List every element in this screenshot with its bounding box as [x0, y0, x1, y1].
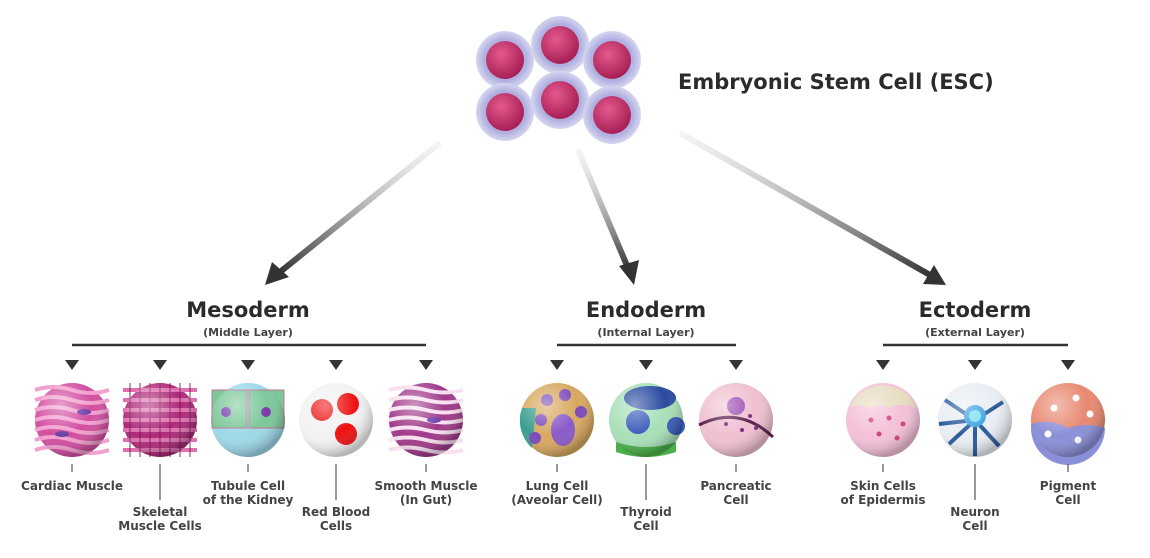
esc-cell — [583, 86, 641, 144]
layer-endoderm — [519, 343, 775, 500]
arrowhead-ectoderm — [923, 265, 946, 285]
cell-pigment — [1031, 383, 1105, 465]
esc-label: Embryonic Stem Cell (ESC) — [678, 70, 994, 94]
cell-thyroid — [609, 383, 685, 457]
branch-arrowhead — [419, 360, 433, 370]
cell-neuron — [938, 383, 1012, 457]
branch-arrowhead — [968, 360, 982, 370]
arrow-to-mesoderm — [278, 140, 442, 275]
esc-cell — [531, 71, 589, 129]
cell-label: Thyroid Cell — [620, 505, 672, 533]
cell-label: Pancreatic Cell — [700, 479, 772, 507]
layer-subtitle: (Middle Layer) — [203, 326, 293, 339]
branch-arrowhead — [241, 360, 255, 370]
branch-arrowhead — [65, 360, 79, 370]
cell-label: Pigment Cell — [1039, 479, 1097, 507]
cell-label: Skeletal Muscle Cells — [118, 505, 202, 533]
esc-cell — [476, 83, 534, 141]
branch-arrowhead — [639, 360, 653, 370]
layer-title: Endoderm — [585, 298, 707, 322]
esc-cell — [583, 31, 641, 89]
layer-mesoderm — [34, 343, 464, 500]
arrow-to-endoderm — [575, 148, 631, 270]
cell-label: Red Blood Cells — [301, 505, 371, 533]
cell-label: Neuron Cell — [950, 505, 1000, 533]
cell-pancreatic — [698, 383, 775, 457]
cell-label: Smooth Muscle (In Gut) — [374, 479, 478, 507]
layer-subtitle: (Internal Layer) — [597, 326, 695, 339]
main-arrows — [265, 130, 946, 285]
branch-arrowhead — [876, 360, 890, 370]
layer-subtitle: (External Layer) — [925, 326, 1025, 339]
layer-ectoderm — [846, 343, 1105, 500]
cell-skin — [846, 383, 920, 457]
cell-tubule — [211, 383, 285, 457]
layer-title: Ectoderm — [918, 298, 1032, 322]
esc-cluster — [476, 16, 641, 144]
cell-cardiac — [34, 383, 110, 457]
arrow-to-ectoderm — [678, 130, 932, 278]
cell-skeletal — [123, 383, 197, 457]
branch-arrowhead — [550, 360, 564, 370]
cell-label: Lung Cell (Aveolar Cell) — [511, 479, 603, 507]
branch-arrowhead — [729, 360, 743, 370]
arrowhead-endoderm — [619, 260, 639, 285]
layer-title: Mesoderm — [186, 298, 310, 322]
arrowhead-mesoderm — [265, 262, 289, 285]
cell-label: Tubule Cell of the Kidney — [202, 479, 294, 507]
esc-cell — [531, 16, 589, 74]
branch-arrowhead — [1061, 360, 1075, 370]
cell-label: Skin Cells of Epidermis — [840, 479, 926, 507]
cell-rbc — [299, 383, 373, 457]
esc-cell — [476, 31, 534, 89]
cell-smooth — [388, 383, 464, 457]
branch-arrowhead — [329, 360, 343, 370]
cell-lung — [519, 383, 594, 457]
branch-arrowhead — [153, 360, 167, 370]
cell-label: Cardiac Muscle — [21, 479, 123, 493]
